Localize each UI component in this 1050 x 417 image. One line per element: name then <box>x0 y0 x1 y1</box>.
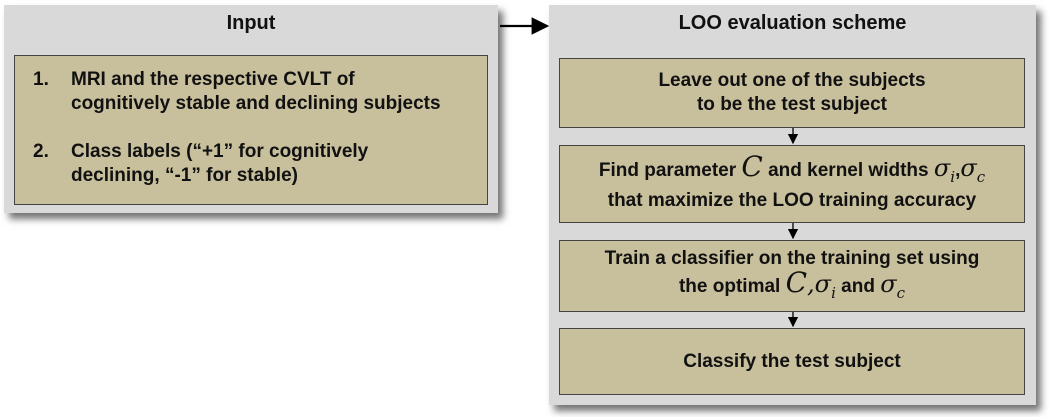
input-item-line: MRI and the respective CVLT of <box>71 69 355 90</box>
symbol-sigma-i: σi <box>933 154 956 186</box>
step-leave-out: Leave out one of the subjects to be the … <box>559 58 1025 128</box>
input-item-number: 1. <box>33 69 49 90</box>
symbol-C: C <box>741 150 763 184</box>
input-panel: Input 1. MRI and the respective CVLT of … <box>4 5 498 213</box>
symbol-C: C <box>785 266 808 300</box>
input-panel-title: Input <box>226 11 276 34</box>
input-item-line: Class labels (“+1” for cognitively <box>71 141 369 162</box>
input-item-line: cognitively stable and declining subject… <box>71 93 441 114</box>
input-item-number: 2. <box>33 141 49 162</box>
step-classify: Classify the test subject <box>559 328 1025 395</box>
symbol-sigma-i: σi <box>814 270 836 302</box>
symbol-sigma-c: σc <box>880 270 906 302</box>
step-train-classifier: Train a classifier on the training set u… <box>559 240 1025 312</box>
loo-panel-title: LOO evaluation scheme <box>678 11 907 34</box>
loo-panel: LOO evaluation scheme Leave out one of t… <box>549 5 1036 405</box>
step-find-parameter: Find parameter C and kernel widths σi,σc… <box>559 145 1025 223</box>
input-item: 1. MRI and the respective CVLT of cognit… <box>33 68 487 116</box>
symbol-sigma-c: σc <box>960 154 986 186</box>
input-item-line: declining, “-1” for stable) <box>71 165 298 186</box>
input-list: 1. MRI and the respective CVLT of cognit… <box>33 68 487 188</box>
input-item: 2. Class labels (“+1” for cognitively de… <box>33 140 487 188</box>
input-box: 1. MRI and the respective CVLT of cognit… <box>14 55 488 205</box>
